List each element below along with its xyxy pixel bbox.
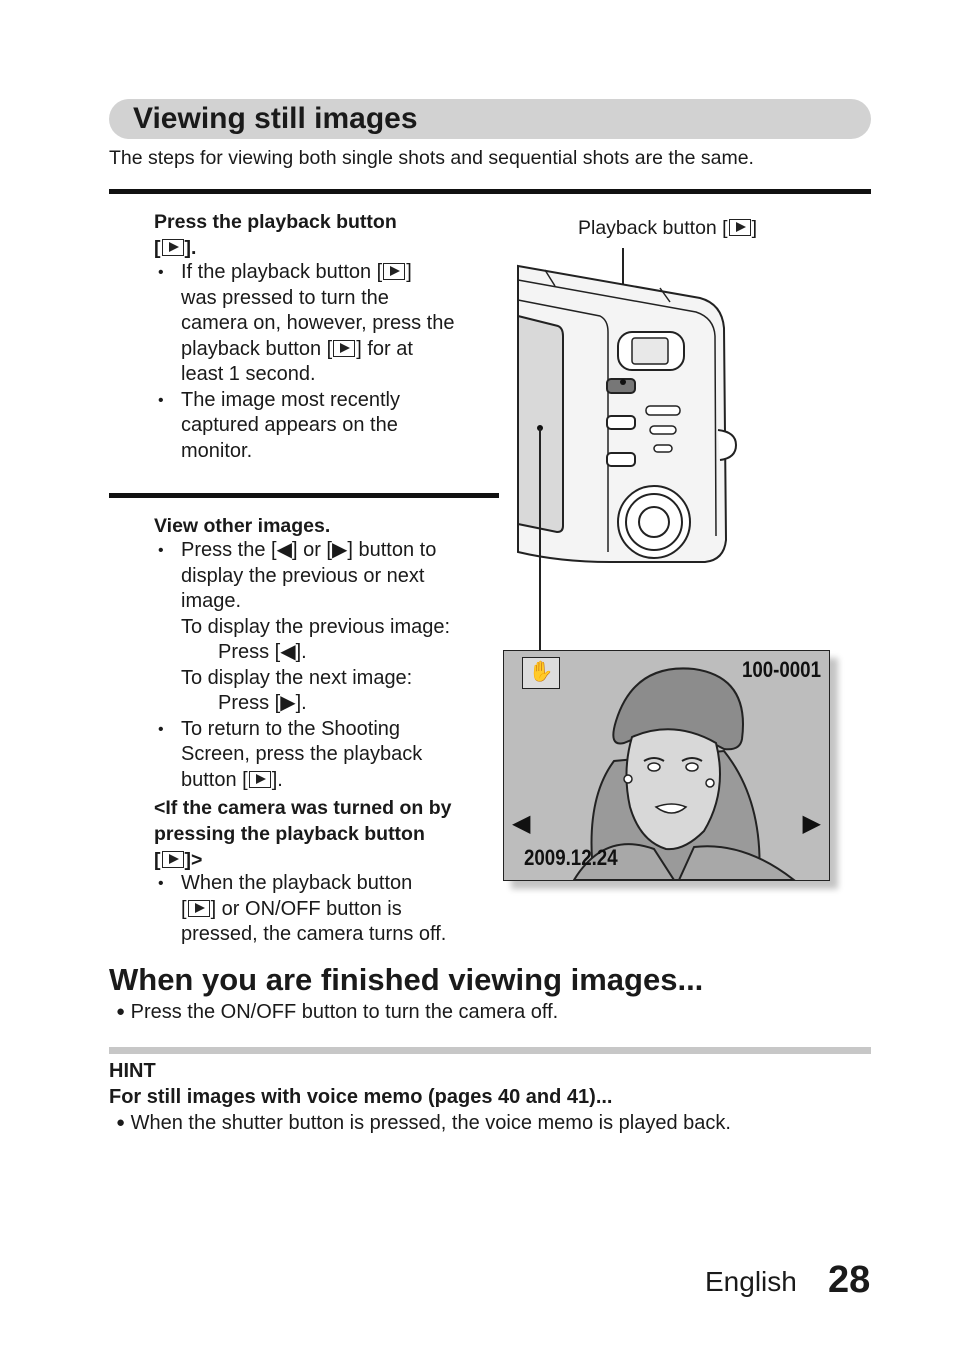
footer-language: English: [705, 1266, 797, 1297]
finished-bullet: ● Press the ON/OFF button to turn the ca…: [116, 1001, 559, 1023]
hint-bullet: ● When the shutter button is pressed, th…: [116, 1112, 731, 1134]
page-number: 28: [828, 1259, 871, 1301]
play-icon: [161, 851, 184, 868]
step1-block: Press the playback button [].: [154, 209, 499, 261]
step2-note: <If the camera was turned on by pressing…: [154, 797, 452, 871]
prev-arrow-icon: ◀: [512, 810, 531, 837]
play-icon: [161, 239, 184, 256]
step1-title: Press the playback button [].: [154, 211, 397, 259]
play-icon: [187, 899, 210, 917]
portrait-illustration: [572, 667, 796, 880]
top-rule: [109, 189, 871, 194]
hint-subtitle: For still images with voice memo (pages …: [109, 1086, 613, 1108]
section-title: Viewing still images: [133, 102, 418, 135]
play-icon: [333, 339, 356, 357]
section-header-bar: [109, 99, 871, 139]
play-icon: [383, 263, 406, 280]
finished-title: When you are finished viewing images...: [109, 962, 704, 997]
play-icon: [248, 770, 271, 788]
next-arrow-icon: ▶: [802, 810, 821, 837]
date-stamp: 2009.12.24: [524, 845, 618, 870]
play-icon: [728, 219, 751, 236]
camera-illustration: [517, 248, 738, 650]
hint-label: HINT: [109, 1060, 156, 1082]
monitor-display: ✋ 100-0001 ◀ ▶ 2009.12.24: [503, 650, 830, 881]
intro-text: The steps for viewing both single shots …: [109, 147, 754, 169]
step2-title: View other images.: [154, 515, 331, 537]
file-number: 100-0001: [741, 657, 821, 682]
playback-button-callout: Playback button []: [578, 217, 758, 239]
step2-bullets: • Press the [◀] or [▶] button to display…: [158, 539, 451, 791]
hint-rule: [109, 1047, 871, 1054]
step1-bullets: • If the playback button [] was pressed …: [158, 261, 455, 462]
step2-note-bullet: • When the playback button [] or ON/OFF …: [158, 872, 447, 945]
mid-rule: [109, 493, 499, 498]
hand-shake-icon: ✋: [522, 657, 560, 689]
